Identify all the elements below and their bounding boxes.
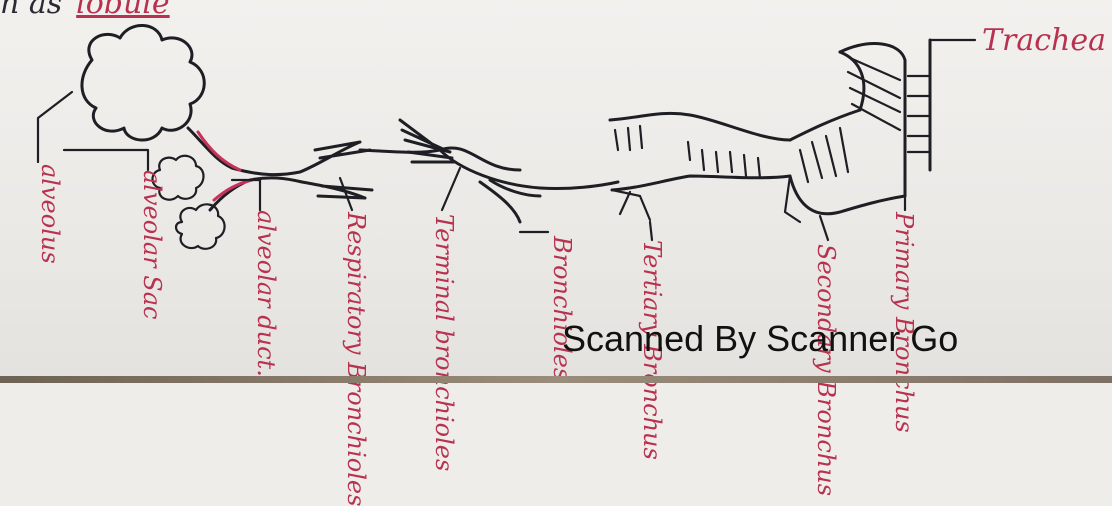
alveolar-duct-stem [188,128,300,175]
label-terminal-bronchioles: Terminal bronchioles [432,214,456,471]
respiratory-bronchiole-upper [300,142,370,172]
tertiary-bronchus-branch [612,190,650,220]
terminal-bronchiole-main [360,150,618,189]
leader-alveolar-sac [64,150,148,170]
leader-terminal [442,168,460,210]
tertiary-bronchus-rings [615,126,760,178]
leader-alveolus [38,92,72,162]
alveolar-duct-red [198,132,240,170]
alveolus-cloud [82,25,204,140]
alveolar-sac-cloud-lower [176,204,225,248]
secondary-bronchus-rings [800,128,848,182]
tertiary-bronchus-upper [610,113,790,140]
leader-tertiary [650,222,652,240]
scanned-notebook-page: n aslobule [0,0,1112,383]
label-respiratory-bronchioles: Respiratory Bronchioles [344,212,368,506]
scanner-watermark: Scanned By Scanner Go [562,318,958,360]
trachea-left-wall [840,44,905,196]
leader-secondary [820,216,828,240]
respiratory-bronchiole-lower [302,182,372,198]
label-alveolar-sac: alveolar Sac [140,170,164,319]
label-alveolus: alveolus [38,164,62,264]
secondary-bronchus-upper [790,110,860,140]
label-trachea: Trachea [982,26,1106,56]
tertiary-bronchus-lower [612,176,790,190]
label-alveolar-duct: alveolar duct. [254,210,278,377]
label-secondary-bronchus: Secondary Bronchus [814,244,838,496]
page-edge-shadow [0,376,1112,383]
primary-bronchus-curve [840,52,864,110]
